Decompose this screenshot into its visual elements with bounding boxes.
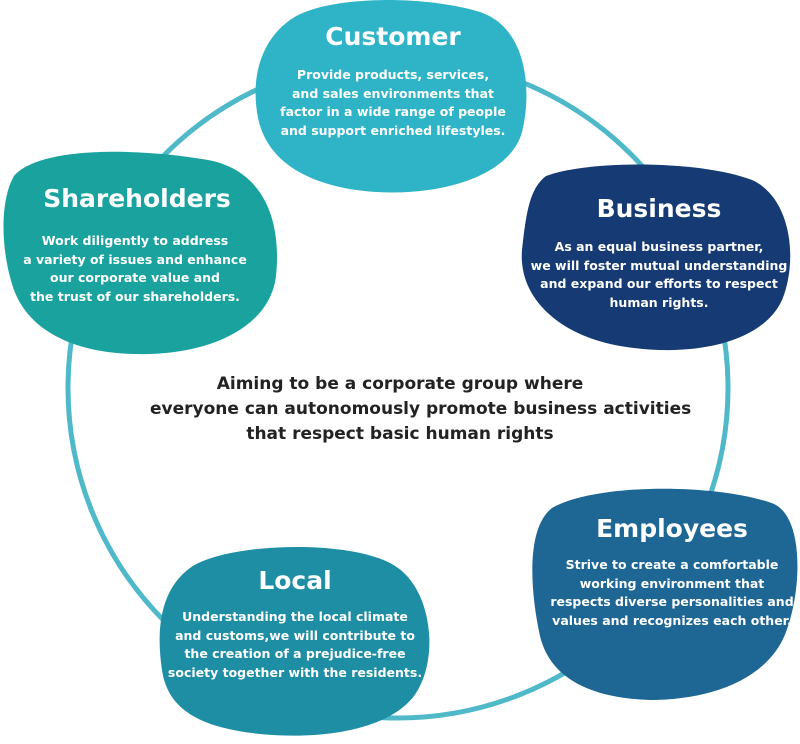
local-node: Local Understanding the local climate an… (160, 546, 430, 736)
employees-line: working environment that (579, 575, 765, 591)
local-line: Understanding the local climate (182, 609, 408, 624)
central-statement-line: Aiming to be a corporate group where (216, 374, 584, 394)
local-line: society together with the residents. (167, 664, 423, 680)
central-statement-line: everyone can autonomously promote busine… (150, 399, 692, 419)
customer-line: and sales environments that (292, 85, 494, 101)
business-title: Business (596, 194, 722, 223)
customer-blob (255, 0, 527, 193)
shareholders-node: Shareholders Work diligently to address … (0, 154, 278, 354)
employees-node: Employees Strive to create a comfortable… (534, 490, 800, 700)
employees-description: Strive to create a comfortable working e… (544, 556, 800, 630)
business-line: human rights. (609, 294, 709, 310)
customer-line: and support enriched lifestyles. (280, 122, 506, 138)
local-blob (159, 546, 430, 736)
shareholders-line: Work diligently to address (41, 233, 229, 248)
employees-line: respects diverse personalities and (550, 594, 794, 609)
central-statement: Aiming to be a corporate group where eve… (150, 372, 692, 447)
local-description: Understanding the local climate and cust… (160, 608, 430, 682)
employees-line: values and recognizes each other. (552, 612, 792, 628)
shareholders-line: our corporate value and (50, 270, 220, 285)
shareholders-line: a variety of issues and enhance (23, 251, 247, 267)
customer-title: Customer (325, 22, 461, 51)
employees-title: Employees (596, 514, 748, 543)
local-line: the creation of a prejudice-free (184, 646, 406, 661)
business-node: Business As an equal business partner, w… (520, 164, 798, 354)
customer-line: factor in a wide range of people (280, 104, 506, 119)
shareholders-blob (3, 151, 278, 355)
business-description: As an equal business partner, we will fo… (520, 238, 798, 312)
employees-blob (532, 488, 798, 700)
customer-line: Provide products, services, (296, 67, 490, 82)
business-blob (521, 164, 791, 351)
shareholders-description: Work diligently to address a variety of … (0, 232, 278, 306)
customer-description: Provide products, services, and sales en… (262, 66, 524, 140)
business-line: As an equal business partner, (554, 239, 764, 254)
business-line: and expand our efforts to respect (540, 276, 778, 291)
local-line: and customs,we will contribute to (175, 627, 415, 643)
business-line: we will foster mutual understanding (530, 257, 788, 273)
employees-line: Strive to create a comfortable (565, 557, 779, 572)
customer-node: Customer Provide products, services, and… (262, 0, 524, 190)
shareholders-line: the trust of our shareholders. (30, 288, 240, 304)
shareholders-title: Shareholders (43, 184, 231, 213)
local-title: Local (258, 566, 332, 595)
central-statement-line: that respect basic human rights (246, 424, 554, 444)
